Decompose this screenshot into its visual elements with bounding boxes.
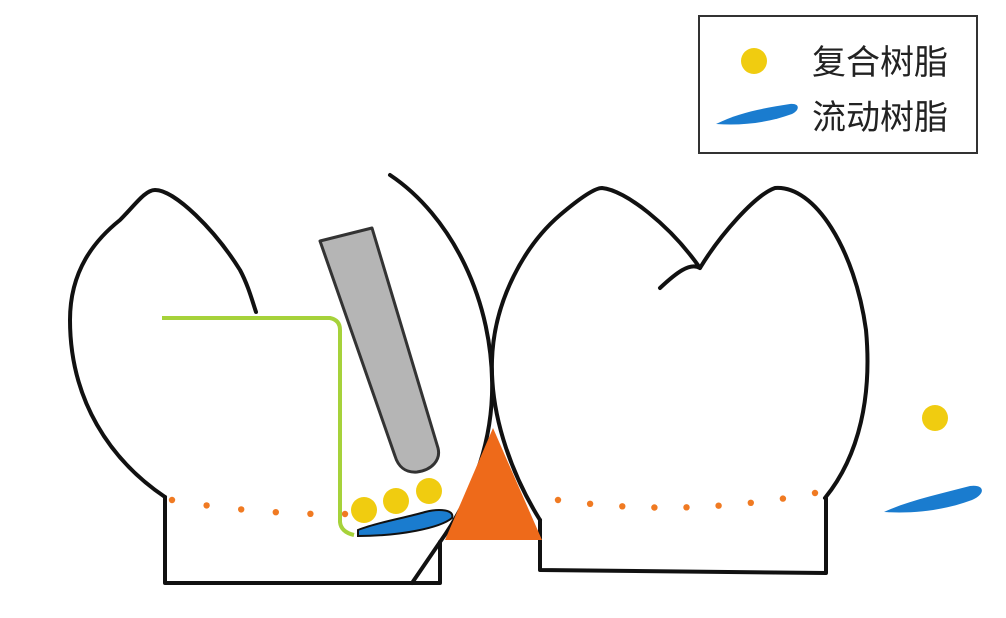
right-tooth-crown-outline — [489, 185, 870, 522]
gingival-dot — [651, 504, 658, 511]
gingival-dot — [554, 496, 562, 504]
flowable-resin-sample-icon — [884, 485, 982, 513]
gingival-dot — [203, 502, 210, 509]
composite-resin-dot — [351, 497, 377, 523]
right-tooth — [489, 185, 870, 575]
gingival-dotted-line — [168, 489, 819, 518]
legend-box — [698, 15, 978, 154]
gingival-dot — [715, 502, 722, 509]
matrix-band — [162, 316, 355, 537]
gingival-dot — [747, 499, 754, 506]
gingival-dot — [619, 503, 626, 510]
wedge — [445, 428, 542, 540]
legend-label-flowable-resin: 流动树脂 — [812, 98, 948, 138]
right-tooth-groove — [658, 264, 702, 290]
composite-resin-dot — [416, 478, 442, 504]
legend: 复合树脂 流动树脂 — [698, 15, 978, 154]
left-tooth-root-outline — [163, 495, 442, 585]
composite-resin-dot — [383, 488, 409, 514]
gingival-dot — [586, 500, 594, 507]
gingival-dot — [341, 510, 349, 518]
instrument — [318, 226, 441, 474]
legend-label-composite-resin: 复合树脂 — [812, 43, 948, 83]
gingival-dot — [168, 496, 176, 504]
right-tooth-root-outline — [538, 496, 828, 575]
composite-resin-legend-icon — [741, 48, 767, 74]
left-tooth-crown-outline — [68, 188, 258, 499]
gingival-dot — [272, 509, 279, 516]
flowable-resin-legend-icon — [716, 103, 798, 125]
flowable-resin-layer — [357, 509, 454, 538]
gingival-dot — [779, 495, 787, 502]
composite-resin-sample-icon — [922, 405, 948, 431]
gingival-dot — [683, 504, 690, 511]
gingival-dot — [811, 489, 819, 497]
gingival-dot — [307, 510, 314, 517]
gingival-dot — [238, 506, 245, 513]
